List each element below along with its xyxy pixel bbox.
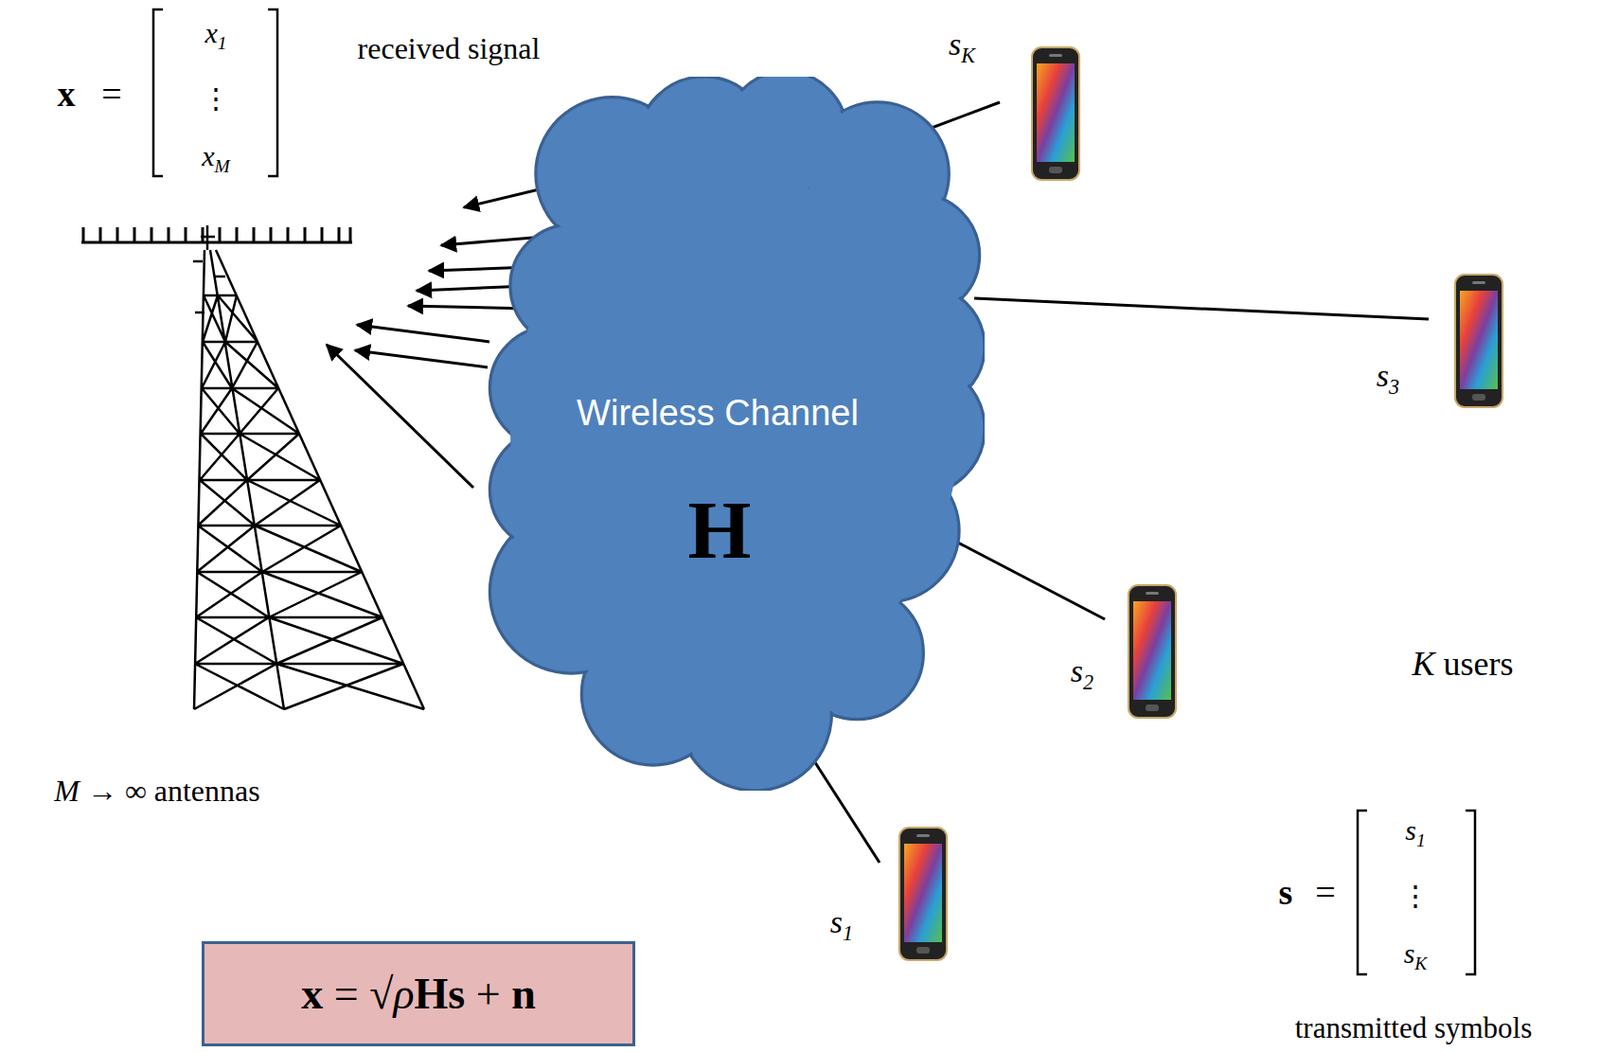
- phone-button: [916, 946, 930, 954]
- text-part: [464, 968, 477, 1017]
- phone-body: [899, 827, 947, 960]
- phone-screen: [1459, 290, 1498, 390]
- symbol-label: s2: [1070, 652, 1094, 694]
- phone-icon: [898, 826, 948, 961]
- signal-arrow: [355, 350, 488, 368]
- symbol-label: sK: [948, 25, 976, 68]
- uplink-line: [924, 102, 1000, 131]
- vector-symbol: s: [1279, 871, 1294, 914]
- text-part: s: [830, 904, 843, 940]
- phone-body: [1128, 585, 1176, 718]
- phone-icon: [1031, 46, 1081, 181]
- text-part: x: [201, 140, 214, 172]
- text-part: s: [1070, 653, 1084, 689]
- vector-caption: transmitted symbols: [1295, 1011, 1533, 1046]
- text-part: s: [1404, 814, 1417, 846]
- signal-arrow: [441, 237, 534, 246]
- phone-screen: [1133, 601, 1172, 700]
- text-part: [500, 968, 513, 1017]
- vector-entry: x1: [204, 17, 227, 54]
- vector-entry: sK: [1404, 937, 1428, 975]
- phone-body: [1031, 47, 1080, 180]
- text-part: s: [1376, 357, 1389, 393]
- text-part: s: [1404, 937, 1416, 969]
- user-count: K users: [1411, 644, 1513, 684]
- vector-bracket: [1357, 810, 1476, 975]
- phone-speaker: [1472, 281, 1486, 285]
- text-part: [322, 968, 335, 1017]
- text-part: M: [53, 773, 80, 808]
- symbol-label: s3: [1376, 356, 1400, 399]
- tower-lattice: [193, 225, 425, 710]
- text-part: → ∞ antennas: [79, 773, 261, 808]
- formula-box: x = √ρHs + n: [201, 941, 636, 1047]
- cloud-fill: [492, 430, 610, 549]
- phone-button: [1048, 166, 1063, 174]
- text-part: s: [447, 968, 465, 1017]
- text-part: s: [948, 26, 961, 62]
- user-phone: s3: [1363, 265, 1511, 417]
- phone-speaker: [916, 834, 930, 837]
- signal-arrow: [326, 344, 474, 488]
- text-part: 1: [217, 33, 228, 54]
- text-part: K: [1411, 644, 1435, 683]
- channel-cloud: Wireless ChannelH: [484, 76, 985, 791]
- text-part: +: [476, 968, 501, 1017]
- text-part: 3: [1388, 374, 1400, 399]
- antenna-array: [81, 227, 353, 243]
- phone-button: [1145, 704, 1159, 712]
- phone-speaker: [1145, 591, 1159, 595]
- text-part: K: [1414, 953, 1427, 974]
- text-part: ρ: [392, 968, 414, 1017]
- phone-screen: [904, 843, 943, 943]
- text-part: [358, 968, 371, 1017]
- uplink-line: [974, 298, 1429, 320]
- signal-arrow: [356, 324, 490, 342]
- user-phone: sK: [932, 23, 1085, 190]
- text-part: 1: [1416, 830, 1426, 851]
- text-part: √: [369, 968, 393, 1017]
- vector-entry: s1: [1404, 814, 1425, 852]
- equals-sign: =: [1315, 871, 1335, 914]
- phone-button: [1472, 393, 1486, 401]
- symbol-label: s1: [830, 903, 854, 945]
- text-part: M: [214, 156, 231, 177]
- user-phone: s2: [1058, 575, 1184, 728]
- channel-matrix-symbol: H: [688, 483, 752, 578]
- system-equation: x = √ρHs + n: [301, 968, 536, 1019]
- cloud-fill: [513, 227, 631, 345]
- vector-bracket: [153, 9, 278, 177]
- equals-sign: =: [101, 73, 122, 116]
- text-part: n: [511, 968, 536, 1017]
- text-part: 2: [1083, 670, 1094, 694]
- vertical-ellipsis: ⋮: [201, 82, 231, 116]
- text-part: 1: [842, 921, 854, 945]
- phone-icon: [1127, 584, 1177, 719]
- cloud-fill: [818, 462, 957, 600]
- vector-entry: xM: [201, 140, 231, 178]
- phone-icon: [1454, 273, 1504, 409]
- text-part: x: [204, 17, 217, 49]
- cloud-outline: [484, 76, 985, 791]
- text-part: K: [960, 43, 976, 68]
- phone-screen: [1036, 63, 1075, 162]
- vertical-ellipsis: ⋮: [1401, 879, 1430, 913]
- text-part: x: [301, 968, 323, 1017]
- vector-caption: received signal: [357, 31, 541, 67]
- phone-speaker: [1048, 53, 1063, 57]
- cloud-label: Wireless Channel: [576, 392, 859, 435]
- vector-symbol: x: [57, 73, 76, 116]
- antenna-count: M → ∞ antennas: [53, 773, 260, 809]
- text-part: users: [1435, 644, 1514, 683]
- phone-body: [1455, 274, 1503, 408]
- text-part: =: [334, 968, 359, 1017]
- base-station: M → ∞ antennas: [7, 189, 472, 824]
- user-phone: s1: [819, 817, 955, 970]
- uplink-line: [954, 540, 1105, 620]
- text-part: H: [414, 968, 449, 1017]
